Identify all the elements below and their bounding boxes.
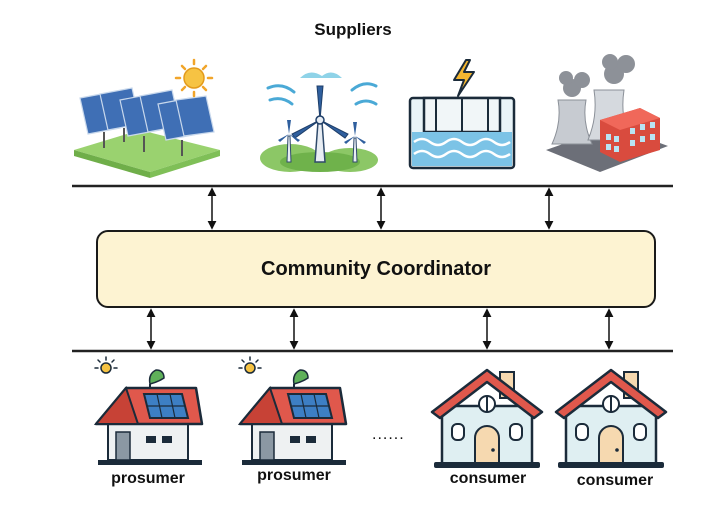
solar-panel-farm-icon <box>74 58 220 178</box>
power-plant-icon <box>546 54 668 172</box>
house-icon <box>430 368 544 468</box>
house-icon <box>554 368 668 468</box>
wind-turbine-icon <box>260 72 378 172</box>
member-label-consumer-1: consumer <box>449 470 527 487</box>
ellipsis: ...... <box>372 426 405 443</box>
member-label-consumer-2: consumer <box>576 472 654 489</box>
solar-house-icon <box>93 356 204 465</box>
member-label-prosumer-2: prosumer <box>257 467 331 484</box>
community-coordinator-box: Community Coordinator <box>96 230 656 308</box>
solar-house-icon <box>237 356 348 465</box>
suppliers-title: Suppliers <box>314 20 392 39</box>
hydro-dam-icon <box>408 59 516 170</box>
member-label-prosumer-1: prosumer <box>111 470 185 487</box>
community-coordinator-label: Community Coordinator <box>261 257 491 280</box>
